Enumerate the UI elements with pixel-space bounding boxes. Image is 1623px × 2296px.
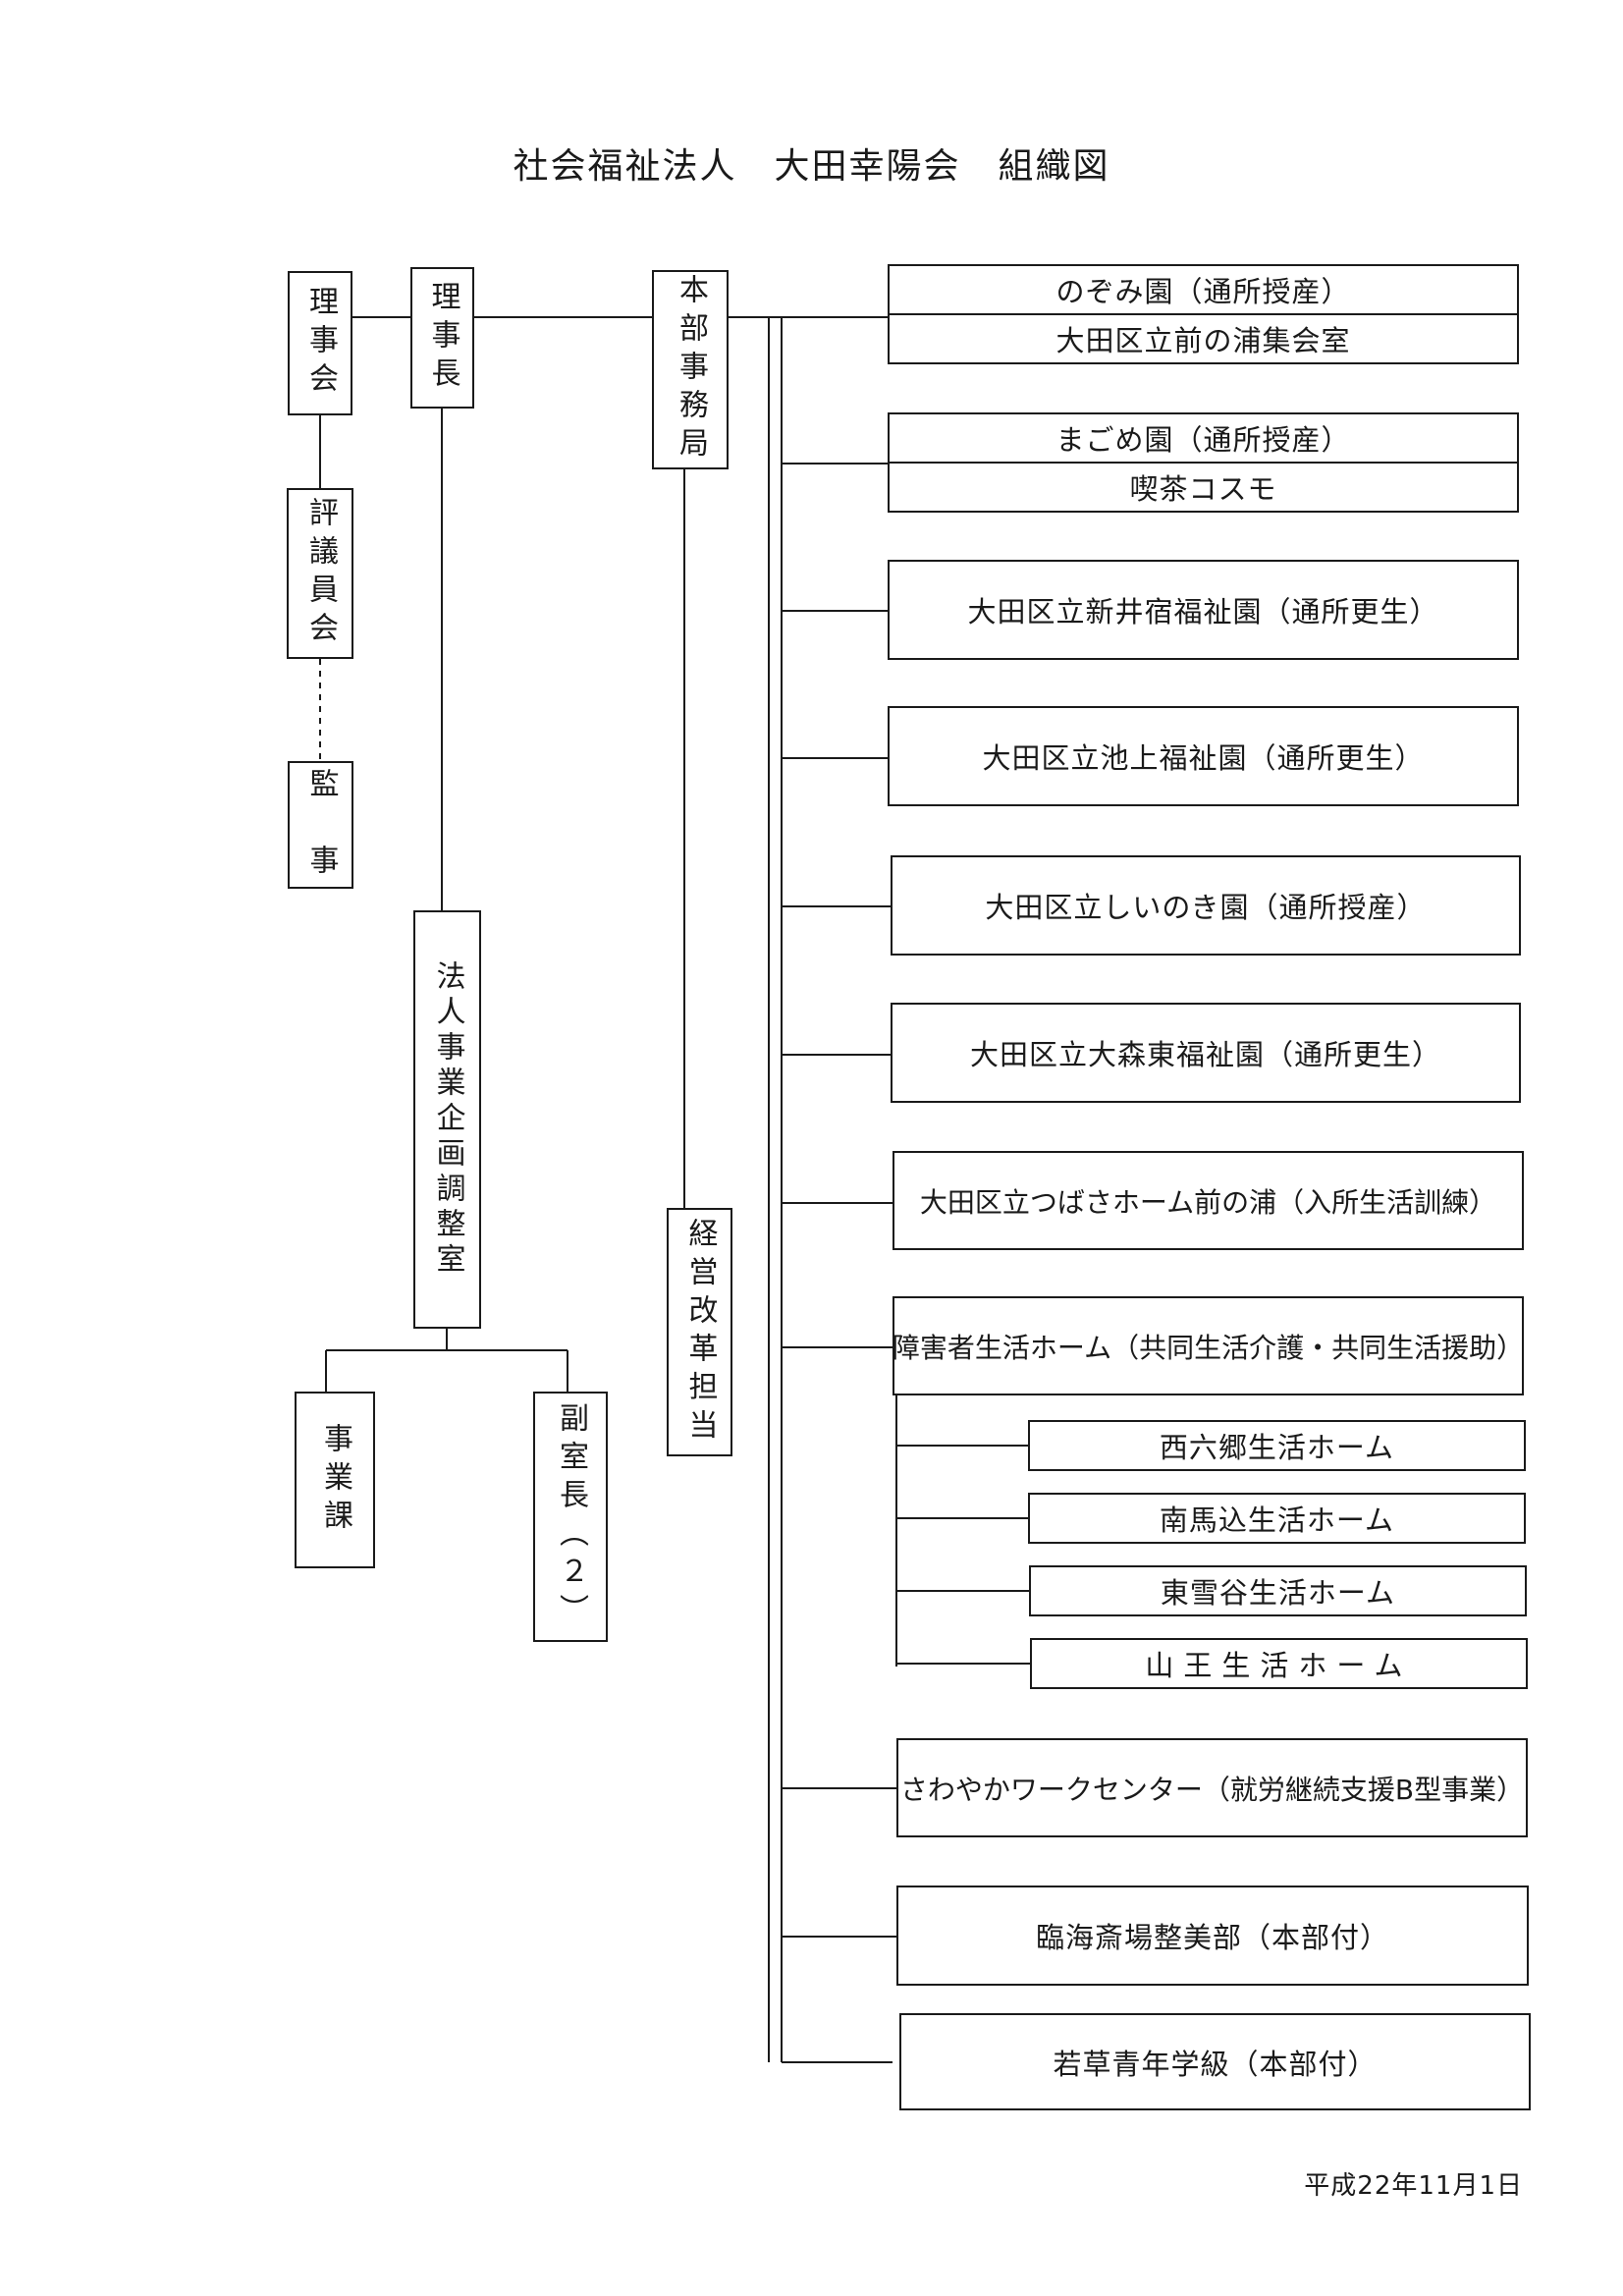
facility-label: 喫茶コスモ — [890, 462, 1517, 511]
board-of-directors-label: 理事会 — [303, 286, 338, 401]
deputy-manager-label: 副室長（２） — [554, 1401, 588, 1632]
chairman-box: 理事長 — [410, 267, 474, 409]
auditor-label: 監 事 — [303, 767, 339, 883]
facility-label: 臨海斎場整美部（本部付） — [1035, 1921, 1389, 1954]
home-label: 西六郷生活ホーム — [1159, 1431, 1395, 1464]
chairman-label: 理事長 — [425, 280, 460, 396]
deputy-manager-box: 副室長（２） — [533, 1392, 608, 1642]
home-label: 東雪谷生活ホーム — [1160, 1576, 1396, 1610]
facility-label: さわやかワークセンター（就労継続支援B型事業） — [899, 1773, 1525, 1806]
management-reform-box: 経営改革担当 — [667, 1208, 732, 1456]
facility-box: 大田区立新井宿福祉園（通所更生） — [888, 560, 1519, 660]
management-reform-label: 経営改革担当 — [682, 1217, 718, 1448]
home-label: 南馬込生活ホーム — [1159, 1503, 1395, 1537]
facility-box: 大田区立大森東福祉園（通所更生） — [891, 1003, 1521, 1103]
council-box: 評議員会 — [287, 488, 353, 659]
business-section-label: 事業課 — [318, 1422, 352, 1538]
facility-box: のぞみ園（通所授産） 大田区立前の浦集会室 — [888, 264, 1519, 364]
auditor-box: 監 事 — [288, 761, 353, 889]
facility-box: 若草青年学級（本部付） — [899, 2013, 1531, 2110]
facility-box: 臨海斎場整美部（本部付） — [896, 1886, 1529, 1986]
home-box: 山王生活ホーム — [1030, 1638, 1528, 1689]
home-box: 西六郷生活ホーム — [1028, 1420, 1526, 1471]
facility-box: まごめ園（通所授産） 喫茶コスモ — [888, 412, 1519, 513]
group-home-label: 障害者生活ホーム（共同生活介護・共同生活援助） — [892, 1331, 1525, 1364]
facility-box: 大田区立池上福祉園（通所更生） — [888, 706, 1519, 806]
facility-label: のぞみ園（通所授産） — [1055, 275, 1351, 308]
chart-date: 平成22年11月1日 — [1304, 2171, 1523, 2201]
facility-box: 大田区立しいのき園（通所授産） — [891, 855, 1521, 956]
council-label: 評議員会 — [303, 497, 338, 650]
facility-label: 大田区立前の浦集会室 — [890, 313, 1517, 362]
headquarters-box: 本部事務局 — [652, 270, 729, 469]
home-box: 南馬込生活ホーム — [1028, 1493, 1526, 1544]
board-of-directors-box: 理事会 — [288, 271, 352, 415]
facility-label: 大田区立大森東福祉園（通所更生） — [969, 1038, 1441, 1071]
facility-label: 大田区立池上福祉園（通所更生） — [982, 741, 1425, 775]
planning-office-label: 法人事業企画調整室 — [430, 960, 465, 1279]
group-home-box: 障害者生活ホーム（共同生活介護・共同生活援助） — [893, 1296, 1524, 1395]
facility-box: さわやかワークセンター（就労継続支援B型事業） — [896, 1738, 1528, 1837]
facility-label: 大田区立新井宿福祉園（通所更生） — [967, 595, 1439, 629]
page-title: 社会福祉法人 大田幸陽会 組織図 — [513, 146, 1110, 187]
facility-box: 大田区立つばさホーム前の浦（入所生活訓練） — [893, 1151, 1524, 1250]
business-section-box: 事業課 — [295, 1392, 375, 1568]
facility-label: まごめ園（通所授産） — [1055, 423, 1351, 457]
facility-label: 大田区立しいのき園（通所授産） — [985, 891, 1427, 924]
planning-office-box: 法人事業企画調整室 — [413, 910, 481, 1329]
headquarters-label: 本部事務局 — [674, 274, 708, 465]
facility-label: 若草青年学級（本部付） — [1053, 2047, 1378, 2081]
home-box: 東雪谷生活ホーム — [1029, 1565, 1527, 1616]
home-label: 山王生活ホーム — [1145, 1649, 1413, 1682]
facility-label: 大田区立つばさホーム前の浦（入所生活訓練） — [919, 1185, 1497, 1219]
